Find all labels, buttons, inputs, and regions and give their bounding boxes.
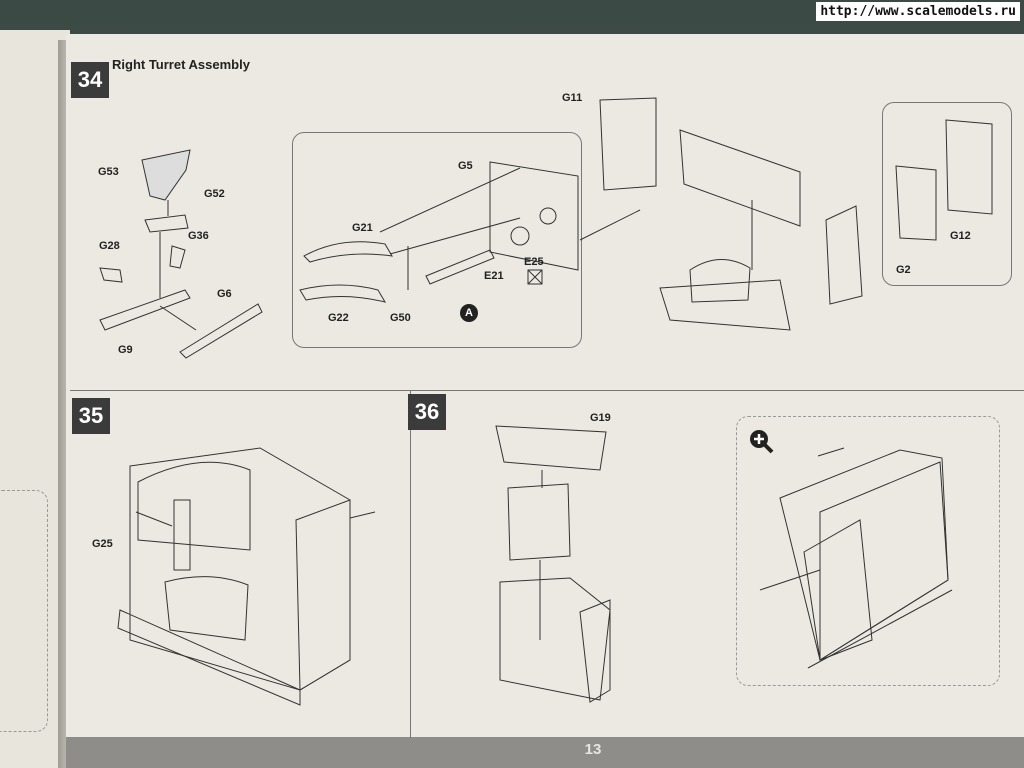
step-title: Right Turret Assembly	[112, 57, 250, 72]
part-label-G9: G9	[118, 344, 133, 356]
detail-callout-box-right	[882, 102, 1012, 286]
part-label-G12: G12	[950, 230, 971, 242]
part-label-G36: G36	[188, 230, 209, 242]
watermark-url: http://www.scalemodels.ru	[816, 2, 1020, 21]
part-label-G19: G19	[590, 412, 611, 424]
part-label-G25: G25	[92, 538, 113, 550]
step-number-35: 35	[72, 398, 110, 434]
part-label-E25: E25	[524, 256, 544, 268]
part-label-G50: G50	[390, 312, 411, 324]
zoom-in-icon	[750, 430, 774, 454]
part-label-G5: G5	[458, 160, 473, 172]
sub-assembly-marker-A: A	[460, 304, 478, 322]
step-number-36: 36	[408, 394, 446, 430]
part-label-G2: G2	[896, 264, 911, 276]
left-page-callout-box	[0, 490, 48, 732]
part-label-E21: E21	[484, 270, 504, 282]
detail-callout-box	[292, 132, 582, 348]
part-label-G28: G28	[99, 240, 120, 252]
part-label-G6: G6	[217, 288, 232, 300]
zoom-view-box	[736, 416, 1000, 686]
instruction-page	[66, 34, 1024, 768]
section-divider-vertical	[410, 390, 411, 738]
part-label-G52: G52	[204, 188, 225, 200]
part-label-G53: G53	[98, 166, 119, 178]
part-label-G11: G11	[562, 92, 583, 104]
part-label-G22: G22	[328, 312, 349, 324]
page-number: 13	[584, 741, 602, 758]
part-label-G21: G21	[352, 222, 373, 234]
step-number-34: 34	[71, 62, 109, 98]
section-divider-horizontal	[70, 390, 1024, 391]
page-footer-band	[66, 737, 1024, 768]
